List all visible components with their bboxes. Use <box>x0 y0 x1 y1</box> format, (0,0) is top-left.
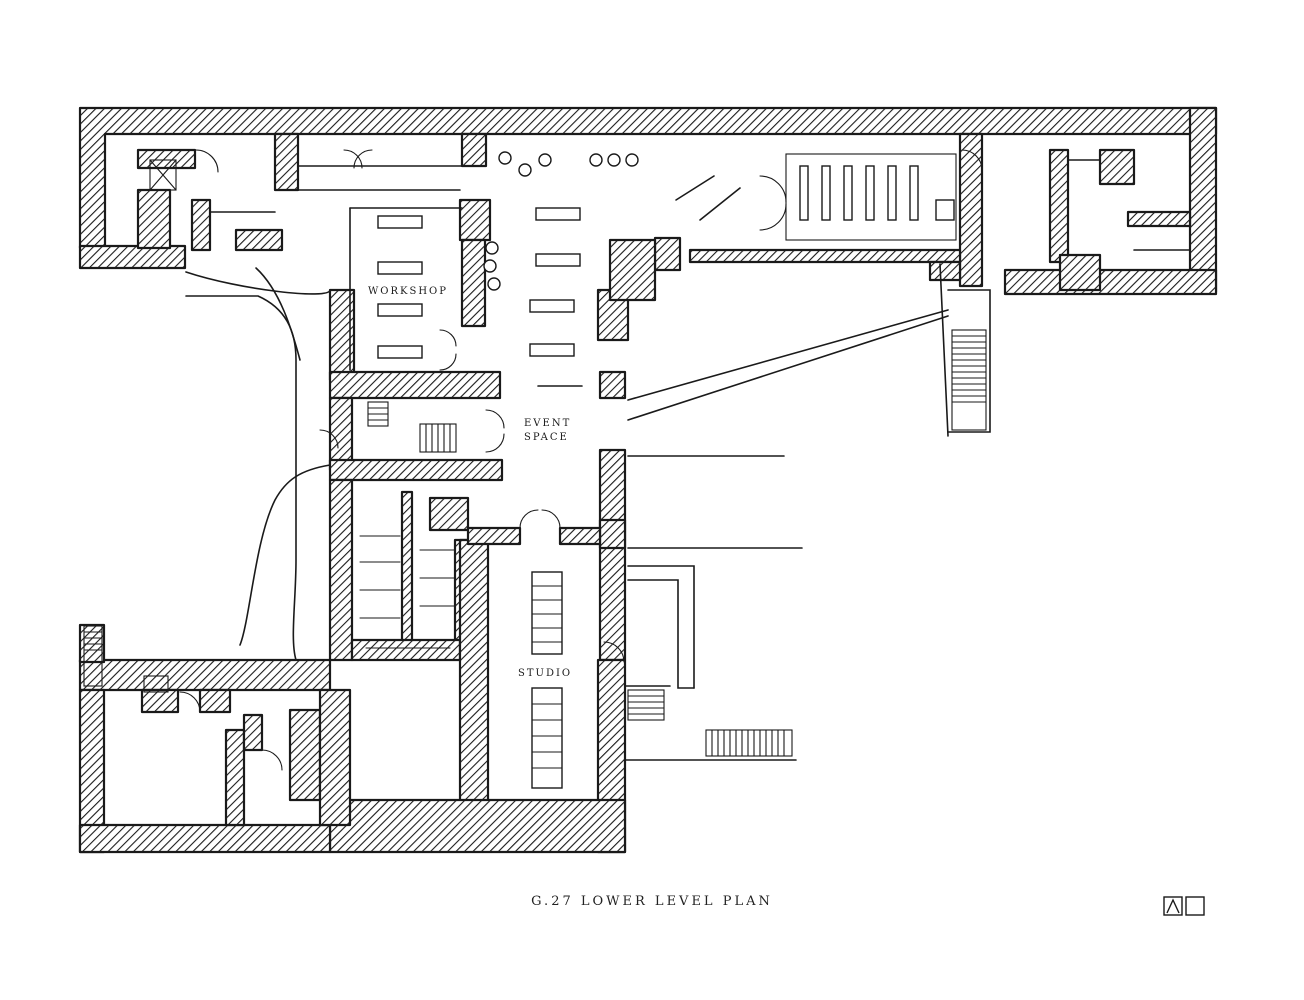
event-tables <box>483 151 639 387</box>
room-label-event-space-line2: SPACE <box>524 432 569 443</box>
room-label-event-space-line1: EVENT <box>524 418 571 429</box>
workshop-tables <box>377 215 423 359</box>
door-swings <box>179 149 983 771</box>
stairs <box>83 159 987 757</box>
room-label-studio: STUDIO <box>518 668 572 679</box>
exterior-lines <box>185 263 991 761</box>
studio-tables <box>359 535 563 789</box>
central-core-walls <box>328 198 657 662</box>
room-labels: WORKSHOP EVENT SPACE STUDIO <box>368 286 572 679</box>
firm-logo-icon <box>1163 896 1205 916</box>
north-wing-walls <box>78 106 1218 296</box>
lecture-seating <box>675 153 957 241</box>
south-wing-walls <box>78 478 627 854</box>
room-label-workshop: WORKSHOP <box>368 286 448 297</box>
drawing-caption: G.27 LOWER LEVEL PLAN <box>531 894 773 909</box>
